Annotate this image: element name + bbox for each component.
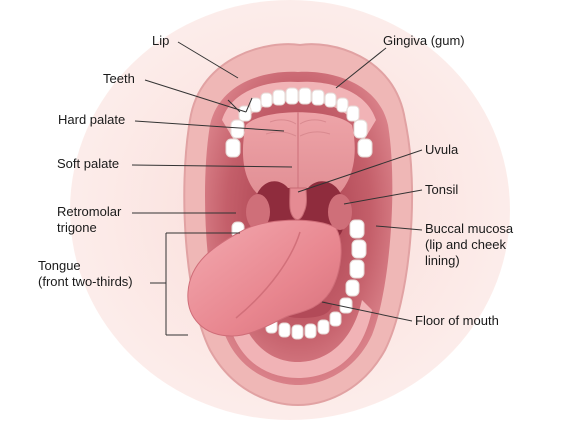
left-tonsil bbox=[246, 194, 270, 230]
leader-hard-palate bbox=[134, 120, 285, 132]
tongue-median-groove bbox=[235, 231, 301, 319]
leader-tongue-bracket bbox=[150, 232, 240, 336]
leader-teeth-c bbox=[245, 97, 253, 113]
label-buccal-note-2: lining) bbox=[425, 253, 460, 268]
leader-teeth-a bbox=[144, 79, 247, 113]
label-teeth: Teeth bbox=[103, 71, 135, 86]
upper-gum bbox=[222, 81, 376, 140]
leader-lines bbox=[131, 41, 423, 336]
hard-palate bbox=[242, 112, 355, 203]
label-floor-of-mouth: Floor of mouth bbox=[415, 313, 499, 328]
label-tonsil: Tonsil bbox=[425, 182, 458, 197]
label-trigone: trigone bbox=[57, 220, 97, 235]
label-soft-palate: Soft palate bbox=[57, 156, 119, 171]
label-buccal-mucosa: Buccal mucosa bbox=[425, 221, 514, 236]
leader-soft-palate bbox=[131, 164, 293, 168]
leader-tonsil bbox=[343, 189, 423, 205]
right-tonsil bbox=[328, 194, 352, 230]
label-gingiva: Gingiva (gum) bbox=[383, 33, 465, 48]
label-retromolar: Retromolar bbox=[57, 204, 122, 219]
leader-lip bbox=[177, 41, 239, 79]
label-tongue: Tongue bbox=[38, 258, 81, 273]
leader-uvula bbox=[297, 149, 423, 193]
tongue bbox=[187, 219, 342, 337]
label-hard-palate: Hard palate bbox=[58, 112, 125, 127]
lower-teeth bbox=[231, 219, 367, 340]
uvula-shape bbox=[289, 187, 307, 221]
label-tongue-note: (front two-thirds) bbox=[38, 274, 133, 289]
lower-gum bbox=[226, 300, 372, 378]
label-uvula: Uvula bbox=[425, 142, 459, 157]
label-lip: Lip bbox=[152, 33, 169, 48]
leader-gingiva bbox=[335, 47, 387, 89]
palatal-rugae bbox=[265, 119, 331, 137]
upper-teeth bbox=[225, 87, 373, 158]
leader-floor bbox=[321, 301, 413, 322]
label-buccal-note-1: (lip and cheek bbox=[425, 237, 506, 252]
leader-teeth-b bbox=[227, 99, 241, 113]
labels: Lip Teeth Hard palate Soft palate Retrom… bbox=[38, 33, 514, 328]
leader-buccal bbox=[375, 225, 423, 231]
